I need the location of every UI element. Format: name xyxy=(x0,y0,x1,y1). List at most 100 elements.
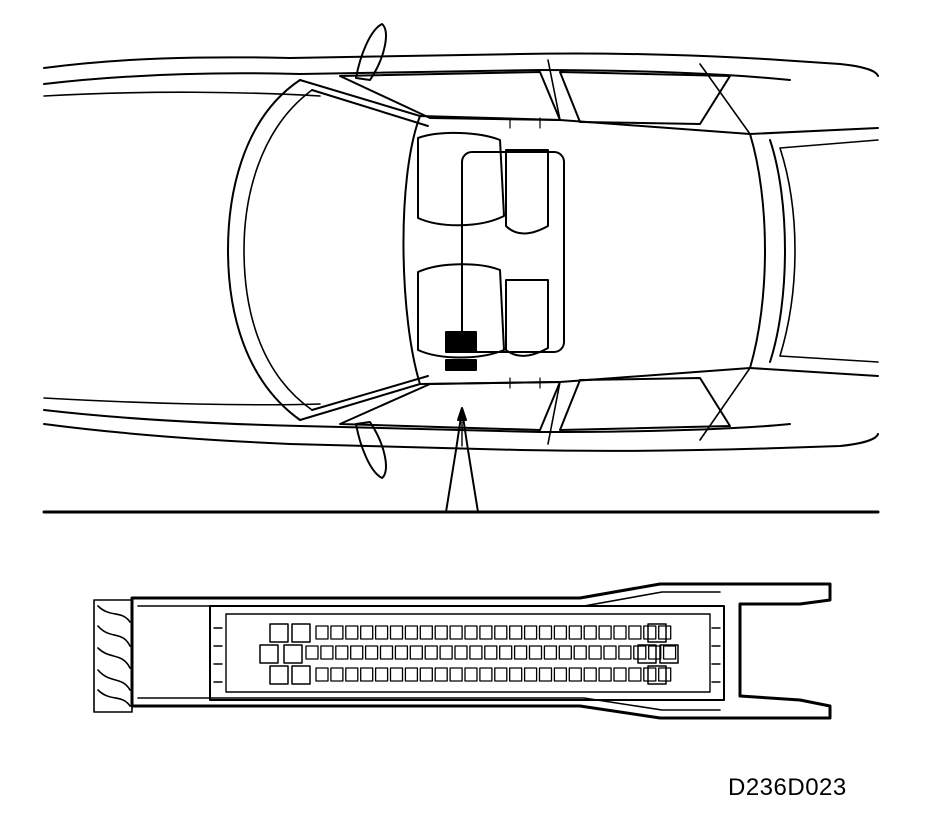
side-mirror-top xyxy=(356,24,386,80)
connector-pin xyxy=(510,668,522,681)
connector-pin xyxy=(515,646,527,659)
connector-pin xyxy=(614,668,626,681)
connector-pin xyxy=(395,646,407,659)
connector-pin xyxy=(495,626,507,639)
connector-power-pin xyxy=(660,645,678,663)
connector-power-pin xyxy=(292,666,310,684)
connector-pin xyxy=(465,668,477,681)
connector-pin xyxy=(331,668,343,681)
connector-pin xyxy=(644,626,656,639)
connector-pin xyxy=(321,646,333,659)
connector-pin xyxy=(554,668,566,681)
connector-pin xyxy=(391,668,403,681)
connector-pin xyxy=(316,626,328,639)
connector-pin-rows xyxy=(260,624,678,684)
connector-pin xyxy=(381,646,393,659)
leader-pointer-tip xyxy=(458,408,466,420)
connector-pin xyxy=(361,626,373,639)
connector-pin xyxy=(599,626,611,639)
connector-pin xyxy=(346,626,358,639)
rear-window xyxy=(750,128,878,376)
connector-pin xyxy=(589,646,601,659)
connector-pin xyxy=(525,668,537,681)
connector-power-pin xyxy=(270,624,288,642)
connector-pin xyxy=(435,626,447,639)
connector-pin xyxy=(544,646,556,659)
connector-pin xyxy=(619,646,631,659)
connector-latch-ribs xyxy=(214,628,720,682)
connector-pin xyxy=(569,626,581,639)
a-pillar-lines xyxy=(300,80,428,420)
center-console xyxy=(462,152,564,352)
connector-pin xyxy=(336,646,348,659)
seat-passenger xyxy=(418,264,548,357)
connector-pin xyxy=(480,668,492,681)
connector-pin xyxy=(495,668,507,681)
seat-driver xyxy=(418,133,548,234)
connector-power-pin xyxy=(648,666,666,684)
connector-pin xyxy=(644,668,656,681)
wire-harness xyxy=(94,600,132,712)
connector-pin xyxy=(584,668,596,681)
connector-power-pin xyxy=(648,624,666,642)
connector-pin xyxy=(510,626,522,639)
connector-pin xyxy=(405,626,417,639)
connector-pin-face-inner xyxy=(226,614,710,692)
connector-pin xyxy=(659,626,671,639)
connector-pin xyxy=(629,668,641,681)
side-mirror-bottom xyxy=(356,422,386,478)
connector-pin xyxy=(455,646,467,659)
car-top-view xyxy=(44,24,878,512)
connector-pin xyxy=(391,626,403,639)
connector-pin xyxy=(440,646,452,659)
connector-pin xyxy=(554,626,566,639)
connector-pin xyxy=(659,668,671,681)
connector-pin xyxy=(420,626,432,639)
connector-pin xyxy=(450,668,462,681)
connector-pin xyxy=(376,668,388,681)
side-window-bottom xyxy=(340,378,730,430)
connector-pin xyxy=(604,646,616,659)
connector-pin xyxy=(664,646,676,659)
rear-deck xyxy=(780,140,878,362)
connector-pin xyxy=(351,646,363,659)
connector-pin xyxy=(306,646,318,659)
connector-power-pin xyxy=(260,645,278,663)
ecu-location-marker-base xyxy=(446,360,476,370)
connector-pin xyxy=(500,646,512,659)
connector-pin xyxy=(316,668,328,681)
connector-pin xyxy=(634,646,646,659)
car-side-sill xyxy=(44,92,320,405)
connector-pin xyxy=(574,646,586,659)
connector-detail xyxy=(94,584,830,718)
connector-pin xyxy=(599,668,611,681)
windshield-front-arc xyxy=(228,80,300,420)
connector-pin xyxy=(540,626,552,639)
connector-pin xyxy=(569,668,581,681)
connector-pin xyxy=(525,626,537,639)
connector-pin xyxy=(584,626,596,639)
connector-pin xyxy=(540,668,552,681)
car-body-outline xyxy=(44,53,878,450)
connector-pin xyxy=(435,668,447,681)
connector-pin xyxy=(420,668,432,681)
connector-pin xyxy=(376,626,388,639)
figure-reference-code: D236D023 xyxy=(728,774,847,801)
connector-pin xyxy=(346,668,358,681)
connector-pin xyxy=(425,646,437,659)
connector-power-pin xyxy=(284,645,302,663)
connector-pin xyxy=(410,646,422,659)
connector-pin xyxy=(530,646,542,659)
connector-power-pin xyxy=(638,645,656,663)
connector-power-pin xyxy=(292,624,310,642)
connector-pin xyxy=(450,626,462,639)
ecu-location-marker xyxy=(446,332,476,352)
leader-pointer xyxy=(446,410,478,512)
connector-pin xyxy=(649,646,661,659)
connector-pin xyxy=(485,646,497,659)
connector-pin xyxy=(331,626,343,639)
connector-pin xyxy=(629,626,641,639)
connector-power-pin xyxy=(270,666,288,684)
connector-pin xyxy=(405,668,417,681)
